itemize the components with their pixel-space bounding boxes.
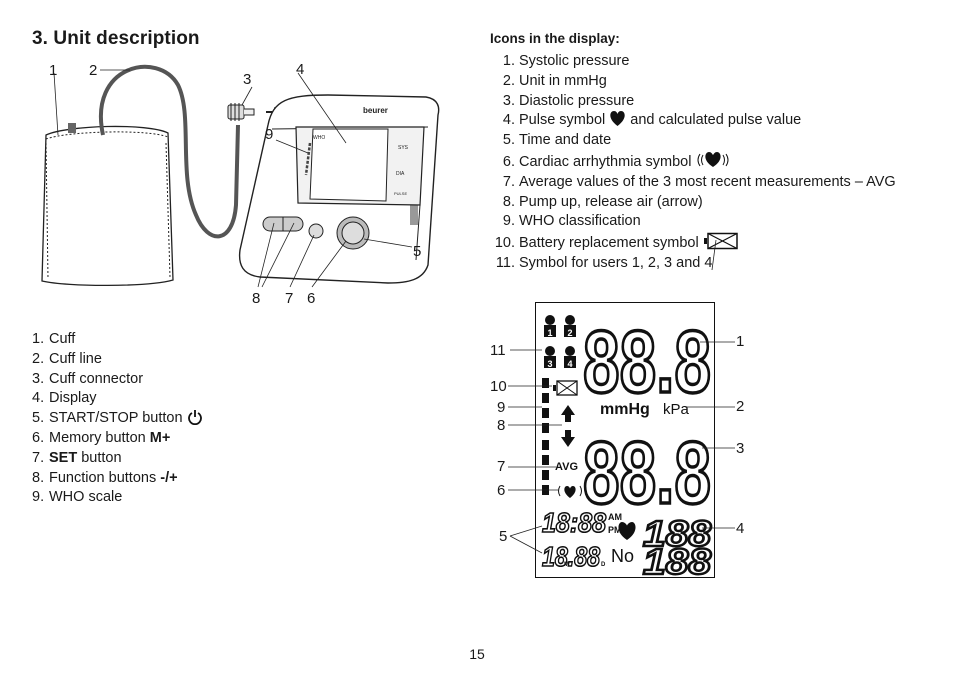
svg-text:SYS: SYS	[398, 145, 409, 151]
callout-9: 9	[265, 126, 274, 143]
cuff-drawing	[41, 123, 174, 287]
memory-digits: 188	[643, 541, 711, 582]
cuff-line-drawing	[99, 64, 240, 239]
parts-list: 1.Cuff 2.Cuff line 3.Cuff connector 4.Di…	[32, 330, 203, 508]
parts-list-item: 4.Display	[32, 390, 97, 407]
callout-5: 5	[413, 243, 422, 260]
device-leader-lines	[53, 69, 413, 288]
icons-list-item: 2.Unit in mmHg	[502, 72, 607, 89]
callout-6: 6	[307, 290, 316, 307]
unit-kpa: kPa	[663, 401, 690, 418]
svg-text:PULSE: PULSE	[394, 191, 407, 196]
date-digits: 18.88	[542, 541, 600, 572]
svg-text:beurer: beurer	[363, 106, 388, 115]
icons-list-item: 11.Symbol for users 1, 2, 3 and 4	[495, 254, 713, 271]
who-scale-bars	[542, 378, 549, 495]
parts-list-item: 9.WHO scale	[32, 489, 123, 506]
monitor-drawing: beurer WHO SYS DIA PULSE	[238, 94, 440, 284]
callout-1: 1	[49, 62, 58, 79]
parts-list-item: 7.SET button	[32, 449, 122, 466]
pulse-digits: 188	[643, 513, 711, 554]
pump-arrows	[561, 405, 575, 447]
lcd-display	[535, 302, 715, 578]
cuff-connector-drawing	[227, 103, 280, 121]
icons-list-item: 5.Time and date	[502, 132, 612, 149]
lcd-callout-6: 6	[497, 482, 506, 499]
icons-list-item: 1.Systolic pressure	[502, 53, 630, 69]
avg-label: AVG	[555, 461, 578, 473]
lcd-callout-4: 4	[736, 520, 745, 537]
device-illustration: beurer WHO SYS DIA PULSE	[41, 64, 440, 287]
lcd-callout-2: 2	[736, 398, 745, 415]
pm-label: PM	[608, 525, 622, 535]
lcd-callout-5: 5	[499, 528, 508, 545]
icons-list-item: 4.Pulse symbol and calculated pulse valu…	[502, 111, 802, 129]
callout-8: 8	[252, 290, 261, 307]
callout-2: 2	[89, 62, 98, 79]
icons-heading: Icons in the display:	[490, 31, 620, 46]
svg-text:DIA: DIA	[396, 171, 405, 177]
icons-leader-line	[711, 240, 717, 271]
section-title: 3. Unit description	[32, 28, 200, 49]
lcd-callout-10: 10	[490, 378, 507, 395]
lcd-callout-7: 7	[497, 458, 506, 475]
arrhythmia-heart-icon	[697, 151, 729, 167]
lcd-callout-3: 3	[736, 440, 745, 457]
lcd-leader-lines	[508, 341, 735, 554]
lcd-callout-9: 9	[497, 399, 506, 416]
callout-4: 4	[296, 61, 305, 78]
svg-text:4: 4	[567, 359, 572, 369]
user-icons: 1 2 3 4	[544, 315, 576, 369]
unit-mmhg: mmHg	[600, 401, 650, 418]
month-marker: M	[564, 562, 569, 568]
battery-icon	[703, 232, 738, 250]
page-number: 15	[469, 646, 485, 662]
parts-list-item: 6.Memory button M+	[32, 429, 171, 446]
parts-list-item: 5.START/STOP button	[32, 409, 203, 429]
parts-list-item: 3.Cuff connector	[32, 370, 144, 387]
icons-list-item: 10.Battery replacement symbol	[490, 232, 896, 254]
lcd-arrhythmia-icon	[558, 485, 582, 498]
parts-list-item: 1.Cuff	[32, 331, 76, 347]
icons-list-item: 6.Cardiac arrhythmia symbol	[490, 151, 896, 173]
svg-text:1: 1	[547, 328, 552, 338]
svg-text:3: 3	[547, 359, 552, 369]
callout-3: 3	[243, 71, 252, 88]
icons-list-item: 3.Diastolic pressure	[502, 92, 635, 109]
heart-icon	[610, 111, 625, 127]
lcd-diagram: 1 2 3 4 88.8 mmHg kPa 88.8 AVG 18:88 AM …	[508, 310, 735, 582]
memory-no-label: No	[611, 546, 634, 566]
power-icon	[187, 410, 202, 426]
day-marker: D	[601, 562, 606, 568]
callout-7: 7	[285, 290, 294, 307]
diastolic-digits: 88.8	[583, 423, 711, 522]
lcd-callout-1: 1	[736, 333, 745, 350]
icons-list: 1.Systolic pressure 2.Unit in mmHg 3.Dia…	[490, 52, 896, 274]
icons-list-item: 7.Average values of the 3 most recent me…	[502, 173, 896, 190]
icons-list-item: 9.WHO classification	[502, 213, 641, 230]
icons-list-item: 8.Pump up, release air (arrow)	[502, 193, 703, 210]
systolic-digits: 88.8	[583, 312, 711, 411]
parts-list-item: 8.Function buttons -/+	[32, 469, 178, 486]
lcd-callout-8: 8	[497, 417, 506, 434]
svg-text:2: 2	[567, 328, 572, 338]
lcd-battery-icon	[553, 380, 578, 396]
svg-text:WHO: WHO	[313, 135, 325, 141]
parts-list-item: 2.Cuff line	[32, 350, 102, 367]
lcd-callout-11: 11	[490, 342, 506, 359]
am-label: AM	[608, 512, 622, 522]
time-digits: 18:88	[542, 507, 606, 538]
lcd-heart-icon	[618, 522, 636, 540]
